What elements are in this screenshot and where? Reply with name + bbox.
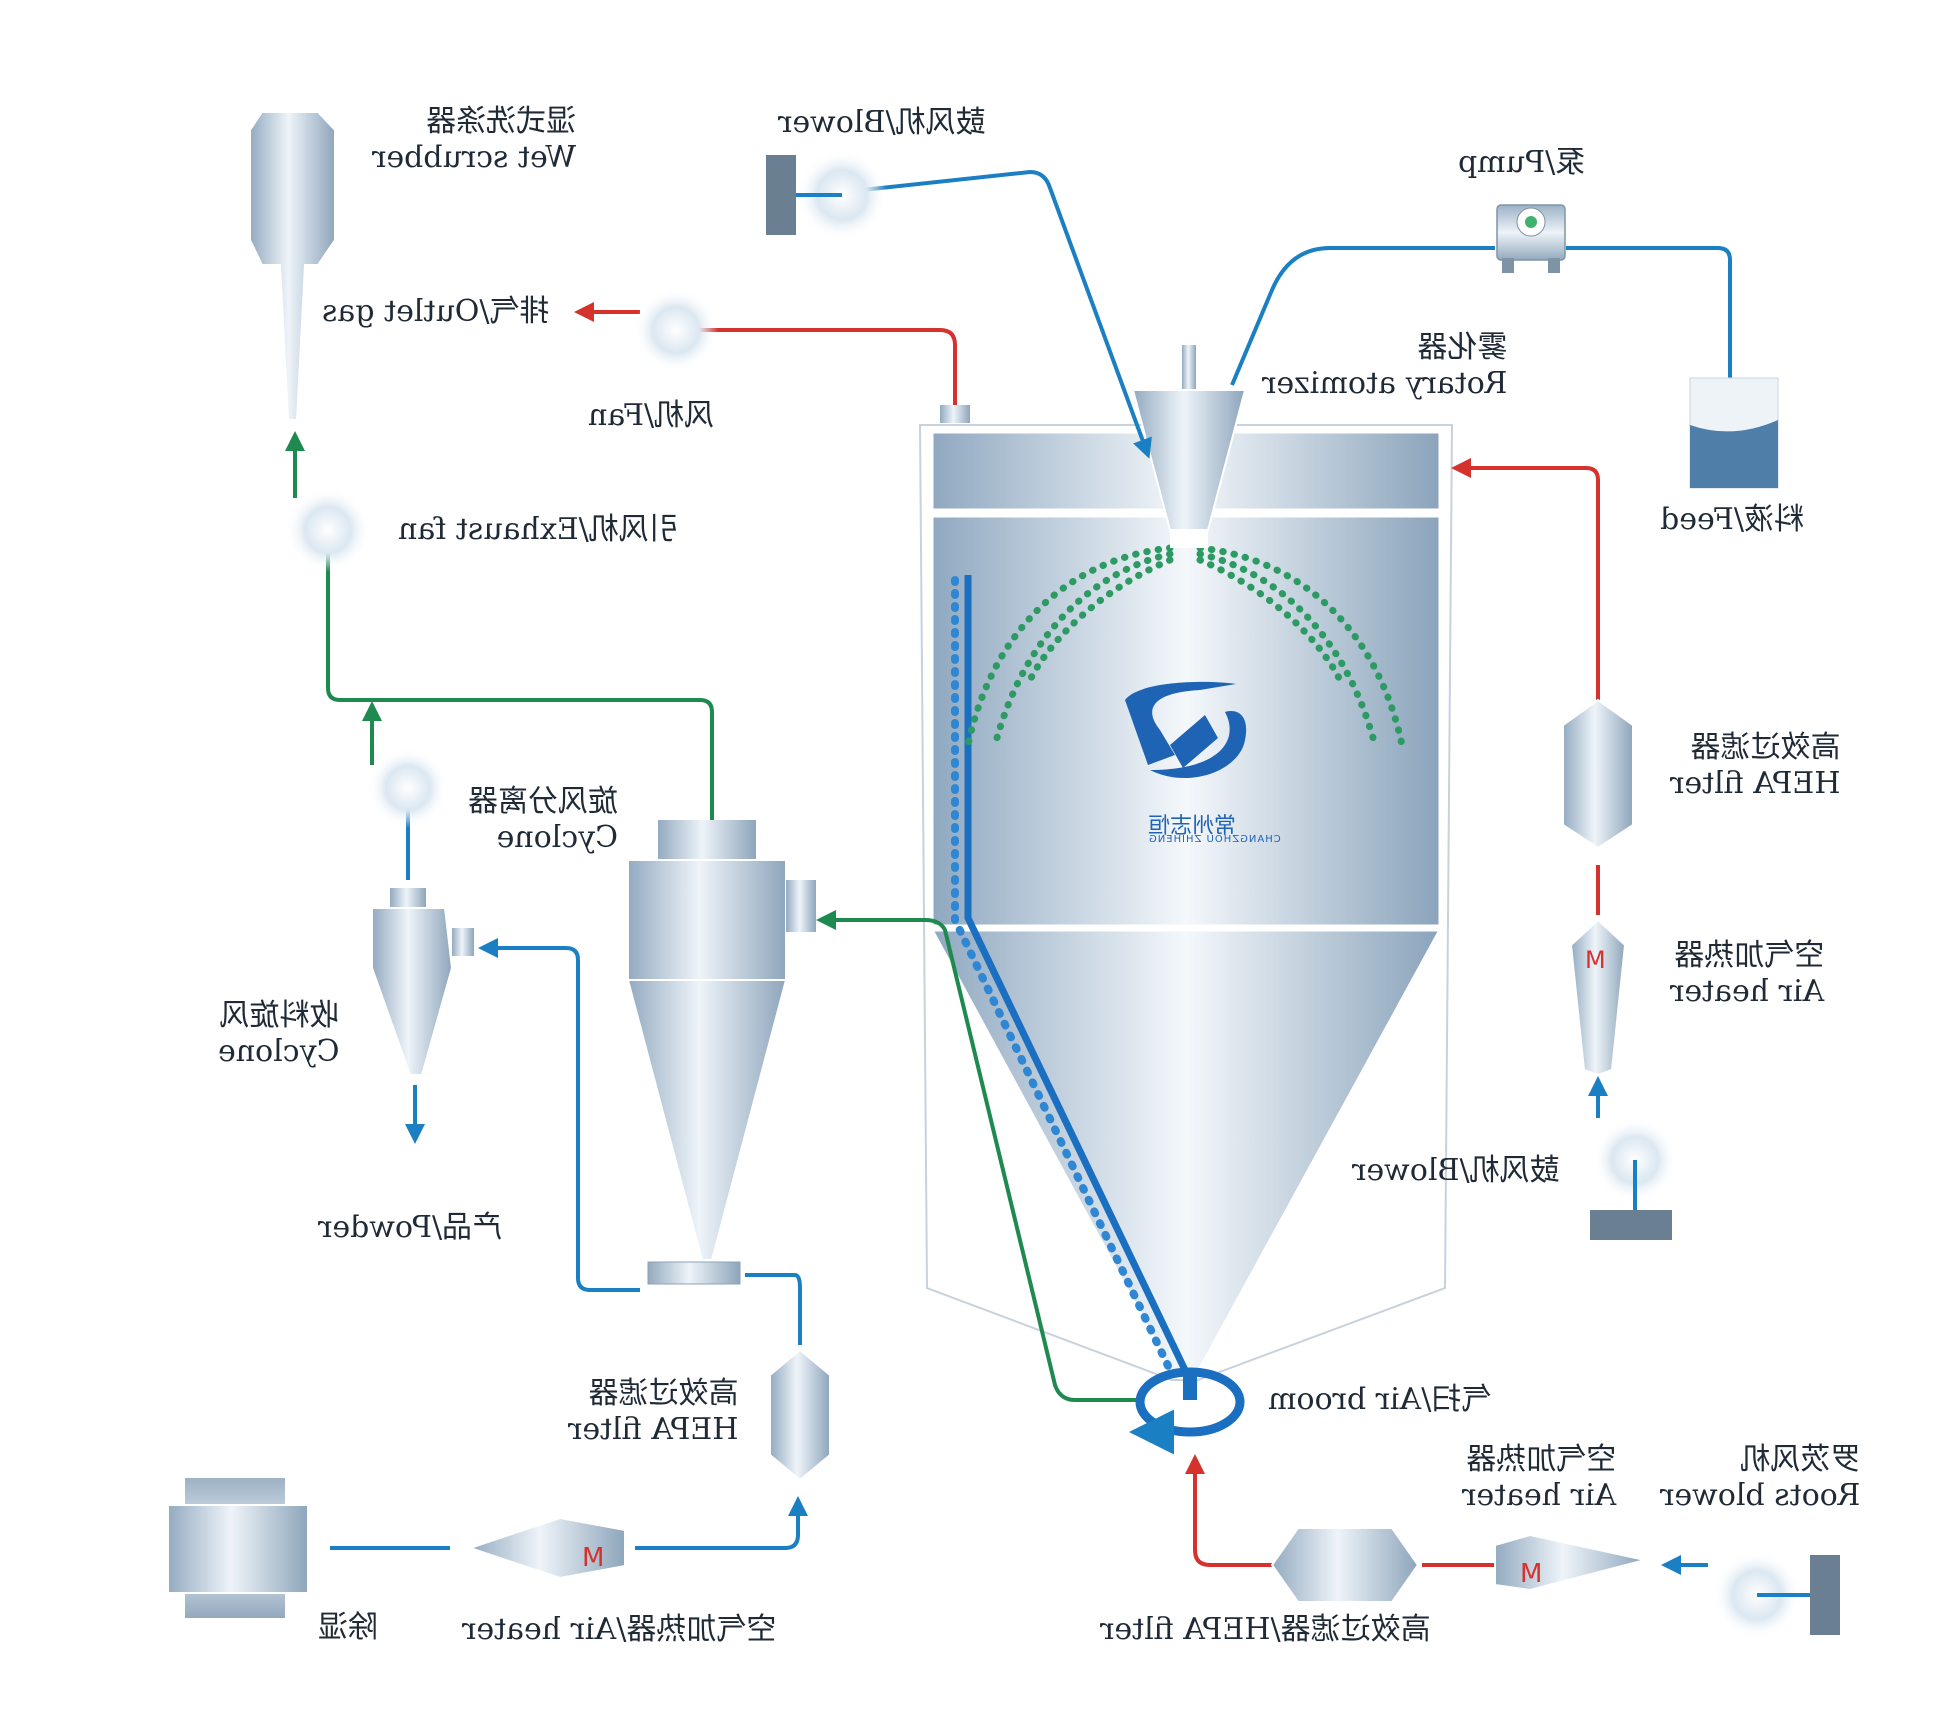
- label-dehumidifier: 除湿: [318, 1610, 378, 1645]
- label-pump: 泵/Pump: [1458, 145, 1586, 180]
- brand-logo: [1125, 681, 1247, 779]
- heater-icon: M: [582, 1543, 604, 1573]
- air-broom: [1129, 1367, 1245, 1455]
- label-powder: 产品/Powder: [318, 1210, 503, 1245]
- air-heater-bottom-right: M: [1494, 1533, 1646, 1592]
- label-exhaust-fan: 引风机/Exhaust fan: [398, 512, 679, 547]
- blower-line-top: [814, 169, 1152, 459]
- label-blower-top: 鼓风机/Blower: [778, 105, 986, 140]
- main-cyclone: [626, 820, 816, 1285]
- blower-top: [766, 150, 887, 240]
- roots-blower: [1713, 1551, 1840, 1639]
- dehumidifier: [167, 1478, 309, 1618]
- filter-icon: [769, 1348, 831, 1482]
- exhaust-fan: [286, 488, 370, 572]
- label-blower-right: 鼓风机/Blower: [1352, 1153, 1560, 1188]
- exhaust-line-top: [680, 328, 957, 405]
- air-broom-sweep: [951, 575, 1189, 1374]
- air-heater-right: M: [1569, 918, 1627, 1077]
- label-air-broom: 气扫/Air broom: [1268, 1382, 1492, 1417]
- feed-line: [1230, 246, 1732, 386]
- feed-tank: [1689, 377, 1779, 489]
- exhaust-green-lines: [285, 431, 1138, 1402]
- pump-icon: [1525, 216, 1537, 228]
- collect-cyclone: [371, 888, 474, 1076]
- pump: [1496, 204, 1566, 273]
- hot-air-line-right: [1451, 458, 1608, 1118]
- label-hepa-bottom: 高效过滤器/HEPA filter: [1100, 1612, 1431, 1647]
- hepa-filter-left: [769, 1348, 831, 1482]
- label-outlet-gas: 排气/Outlet gas: [322, 294, 550, 329]
- drying-chamber: [918, 424, 1454, 1381]
- outlet-fan: [634, 288, 718, 372]
- blower-right: [1590, 1118, 1677, 1240]
- brand-subtitle: CHANGZHOU ZHIHENG: [1148, 834, 1281, 845]
- svg-text:M: M: [1520, 1559, 1542, 1589]
- label-air-heater-bottom-left: 空气加热器/Air heater: [462, 1612, 777, 1647]
- hepa-filter-bottom: [1270, 1527, 1420, 1603]
- label-fan: 风机/Fan: [588, 398, 715, 433]
- air-heater-bottom-left: M: [466, 1516, 626, 1580]
- spray-pattern: [964, 544, 1406, 749]
- hot-air-line-bottom: [1185, 1454, 1495, 1567]
- wet-scrubber: [249, 111, 336, 421]
- hepa-filter-right: [1562, 698, 1634, 850]
- label-feed: 料液/Feed: [1660, 502, 1804, 537]
- chamber-exhaust-port: [940, 405, 970, 423]
- svg-text:M: M: [1585, 946, 1606, 974]
- rotary-atomizer: [1131, 345, 1247, 548]
- cyclone-fan: [368, 748, 448, 828]
